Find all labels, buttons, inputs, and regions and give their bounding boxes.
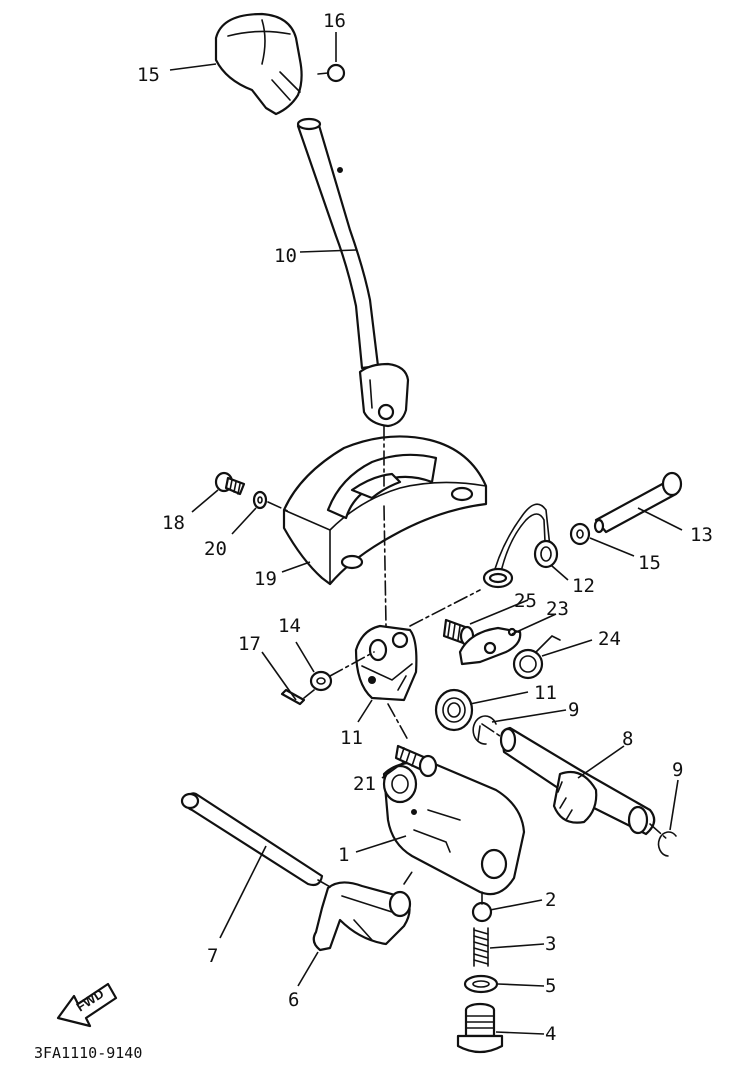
spring-part-24 <box>512 635 561 680</box>
callout-4: 4 <box>545 1023 556 1045</box>
callout-24: 24 <box>598 628 621 650</box>
callout-7: 7 <box>207 945 218 967</box>
callout-20: 18 <box>162 512 185 534</box>
lever-bracket-part-12 <box>354 624 418 702</box>
washer-part-15-left <box>309 670 333 692</box>
callout-21: 19 <box>254 568 277 590</box>
knob-pin-part-18 <box>317 63 346 83</box>
callout-8: 8 <box>622 728 633 750</box>
reference-code: 3FA1110-9140 <box>34 1044 142 1062</box>
shift-gate-part-21 <box>282 435 488 586</box>
circlip-part-9-right <box>657 831 677 857</box>
spring-part-13 <box>482 503 559 589</box>
callout-10: 11 <box>534 682 557 704</box>
callout-15: 15 <box>638 552 661 574</box>
shift-drum-part-1 <box>382 760 526 896</box>
callout-5: 5 <box>545 975 556 997</box>
callout-16: 17 <box>238 633 261 655</box>
leader-lines <box>169 32 683 1035</box>
bolt-part-20 <box>214 471 246 496</box>
washer-part-5 <box>463 974 499 994</box>
callout-13: 12 <box>572 575 595 597</box>
shift-shaft-part-8 <box>499 726 656 836</box>
callout-17: 15 <box>137 64 160 86</box>
ball-part-2 <box>471 901 493 923</box>
callout-14: 13 <box>690 524 713 546</box>
callout-15-left: 14 <box>278 615 301 637</box>
guide-bar-part-7 <box>180 792 324 887</box>
forward-direction-arrow-icon: FWD <box>56 982 118 1028</box>
assembly-lines <box>267 425 669 905</box>
plug-bolt-part-4 <box>456 1002 504 1054</box>
bolt-part-19 <box>394 744 438 778</box>
callout-22: 20 <box>204 538 227 560</box>
washer-part-22 <box>252 490 268 510</box>
callout-23: 23 <box>546 598 569 620</box>
circlip-part-9 <box>472 715 497 745</box>
callout-18: 16 <box>323 10 346 32</box>
spring-part-3 <box>473 927 489 967</box>
callout-9-right: 9 <box>672 759 683 781</box>
bearing-part-10 <box>434 688 474 732</box>
callout-labels: 15 16 10 18 20 19 13 15 12 25 23 24 14 1… <box>137 10 713 1045</box>
callout-9: 9 <box>568 699 579 721</box>
washer-part-15 <box>569 522 591 546</box>
callout-12: 11 <box>340 727 363 749</box>
callout-1: 1 <box>338 844 349 866</box>
callout-19: 21 <box>353 773 376 795</box>
callout-11: 10 <box>274 245 297 267</box>
callout-6: 6 <box>288 989 299 1011</box>
shift-knob-part-17 <box>214 12 303 116</box>
callout-2: 2 <box>545 889 556 911</box>
callout-25: 25 <box>514 590 537 612</box>
callout-3: 3 <box>545 933 556 955</box>
pin-part-14 <box>593 471 683 534</box>
shift-fork-part-6 <box>312 881 412 952</box>
shift-lever-part-11 <box>296 117 410 428</box>
